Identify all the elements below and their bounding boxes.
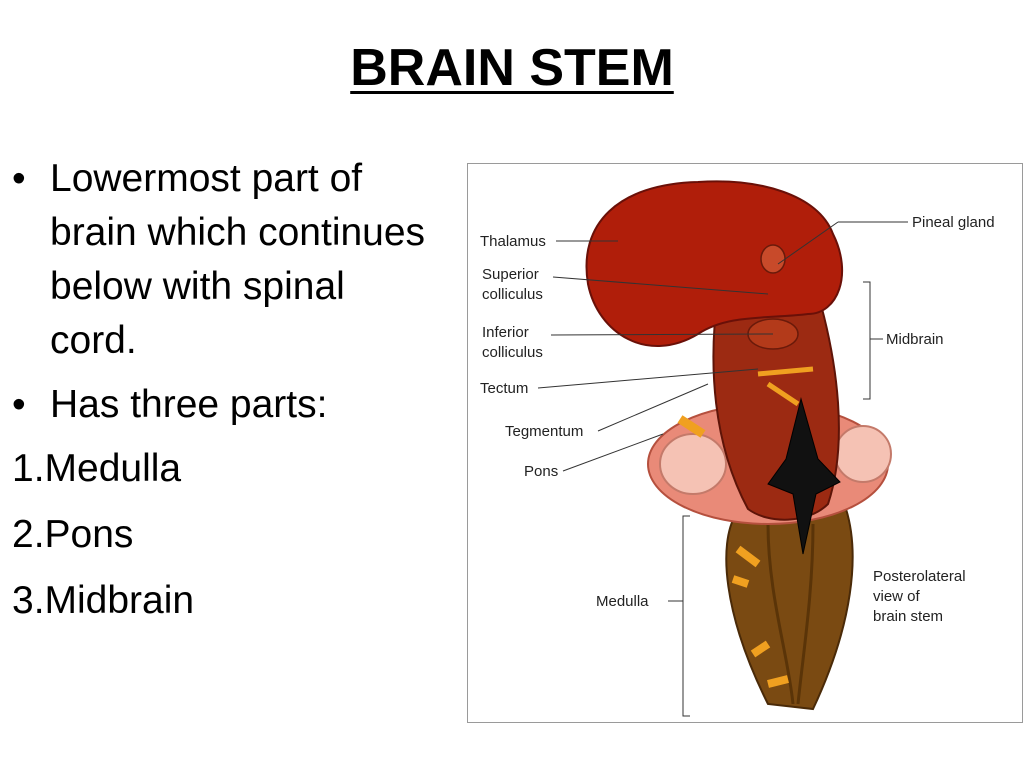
- slide-title: BRAIN STEM: [350, 39, 674, 97]
- medulla-ridge: [796, 523, 815, 705]
- fourth-ventricle-shape: [767, 397, 841, 555]
- pineal-gland-shape: [760, 244, 786, 274]
- leader-line: [597, 383, 709, 432]
- leader-line: [552, 276, 769, 295]
- medulla-bracket: [682, 515, 690, 717]
- label-superior-colliculus-line1: Superior: [482, 266, 539, 283]
- caption-line2: view of: [873, 588, 921, 605]
- pons-cut-left: [659, 433, 727, 495]
- pons-cut-right: [834, 425, 892, 483]
- brain-stem-diagram: Thalamus Superior colliculus Inferior co…: [480, 180, 995, 717]
- bullet-list: • Lowermost part of brain which continue…: [12, 152, 432, 640]
- label-tectum: Tectum: [480, 380, 528, 397]
- nerve-root: [757, 366, 814, 407]
- label-pineal-gland: Pineal gland: [912, 214, 995, 231]
- bullet-dot-icon: •: [12, 157, 26, 200]
- numbered-item: 1.Medulla: [12, 447, 182, 490]
- caption-line1: Posterolateral: [873, 568, 966, 585]
- bullet-text: Lowermost part of brain which continues …: [50, 157, 426, 362]
- nerve-root: [731, 545, 789, 688]
- label-inferior-colliculus-line2: colliculus: [482, 344, 543, 361]
- leader-line: [550, 333, 774, 336]
- caption-line3: brain stem: [873, 608, 943, 625]
- label-superior-colliculus-line2: colliculus: [482, 286, 543, 303]
- leader-line: [537, 368, 759, 389]
- midbrain-bracket: [863, 281, 871, 400]
- leader-line: [777, 221, 839, 265]
- bullet-item: • Has three parts:: [12, 378, 432, 432]
- bullet-text: Has three parts:: [50, 383, 328, 426]
- label-tegmentum: Tegmentum: [505, 423, 583, 440]
- label-midbrain: Midbrain: [886, 331, 944, 348]
- brain-stem-illustration: Thalamus Superior colliculus Inferior co…: [467, 163, 1023, 723]
- label-thalamus: Thalamus: [480, 233, 546, 250]
- leader-line: [562, 433, 664, 472]
- thalamus-shape: [585, 180, 843, 347]
- numbered-item: 3.Midbrain: [12, 579, 195, 622]
- label-inferior-colliculus-line1: Inferior: [482, 324, 529, 341]
- label-medulla: Medulla: [596, 593, 649, 610]
- medulla-ridge: [766, 523, 795, 705]
- nerve-root: [677, 415, 706, 438]
- bullet-item: • Lowermost part of brain which continue…: [12, 152, 432, 368]
- bullet-dot-icon: •: [12, 383, 26, 426]
- numbered-item: 2.Pons: [12, 513, 134, 556]
- label-pons: Pons: [524, 463, 558, 480]
